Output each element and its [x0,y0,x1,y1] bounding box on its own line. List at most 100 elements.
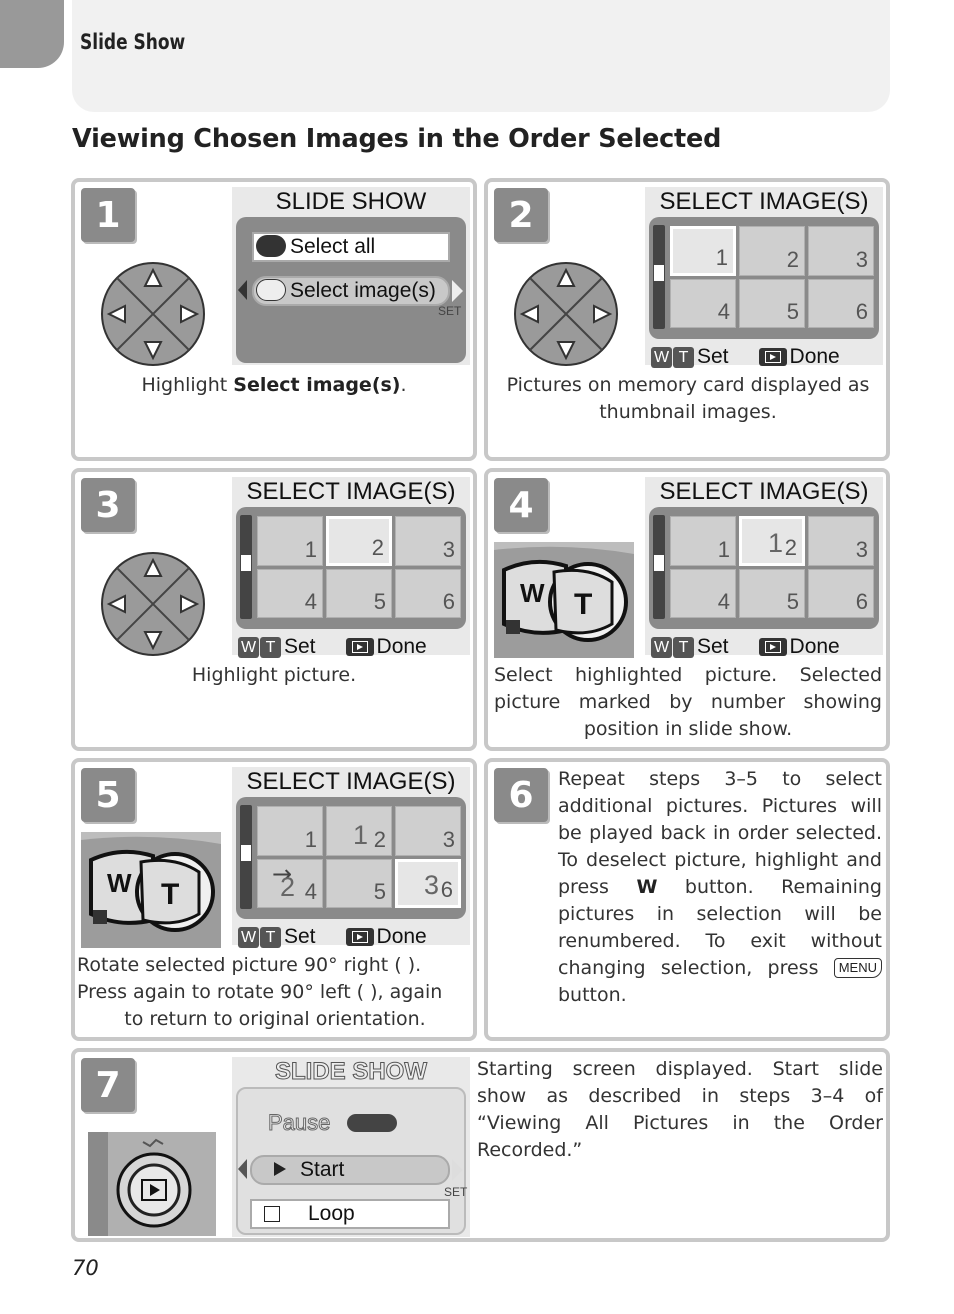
left-arrow-icon [238,280,247,300]
thumbnail[interactable]: 5 [739,568,805,618]
arrow-icon: → [272,859,293,888]
multi-selector-icon [101,262,205,366]
step-4-caption: Select highlighted picture. Selected pic… [494,664,882,740]
multi-selector-icon [101,552,205,656]
step-1-badge: 1 [81,188,135,242]
scrollbar[interactable] [653,225,665,329]
camera-screen-1: SLIDE SHOW Select all Select image(s) SE… [232,187,470,365]
thumbnail[interactable]: 2 [739,226,805,276]
thumbnail[interactable]: 5 [326,568,392,618]
w-label: W [107,868,132,898]
thumbnail[interactable]: 3 [395,806,461,856]
thumbnail-icon [256,279,286,301]
thumbnail[interactable]: 6 [395,568,461,618]
loop-option[interactable]: Loop [250,1199,450,1229]
screen-title: SELECT IMAGE(S) [246,478,456,505]
scrollbar[interactable] [240,515,252,619]
step-2-caption: Pictures on memory card displayed as thu… [506,374,870,423]
zoom-button-photo: W T [494,542,634,658]
thumbnail[interactable]: 6 [808,568,874,618]
camera-screen-7: SLIDE SHOW Pause Start SET Loop [232,1057,470,1237]
step-6-badge: 6 [494,768,548,822]
playback-button-photo [88,1132,216,1236]
zoom-button-icon: W T [81,832,221,948]
step-6-text: Repeat steps 3–5 to select additional pi… [558,768,882,1006]
menu-button-icon: MENU [833,958,882,978]
thumbnail[interactable]: 4 [257,568,323,618]
step-6-box: 6 Repeat steps 3–5 to select additional … [484,758,890,1041]
thumbnail[interactable]: 5 [326,858,392,908]
screen-title: SELECT IMAGE(S) [246,768,456,795]
step-1-box: 1 SLIDE SHOW Select all Select image(s) … [71,178,477,461]
scrollbar-thumb [241,845,251,861]
thumbnail[interactable]: 4 [670,568,736,618]
thumbnail[interactable]: 1 [670,516,736,566]
screen-title: SLIDE SHOW [275,188,427,215]
thumbnail[interactable]: 2 [326,516,392,566]
menu-item-select-all[interactable]: Select all [252,232,450,262]
step-7-caption: Starting screen displayed. Start slide s… [477,1058,883,1161]
section-label: Slide Show [80,30,186,54]
selection-order-mark: 2 [280,872,296,902]
zoom-button-photo: W T [81,832,221,948]
step-5-badge: 5 [81,768,135,822]
thumbnail[interactable]: 1 [257,806,323,856]
playback-icon [345,638,374,656]
step-4-badge: 4 [494,478,548,532]
scrollbar[interactable] [240,805,252,909]
zoom-button-icon: W T [494,542,634,658]
playback-icon [345,928,374,946]
menu-item-select-images[interactable]: Select image(s) [252,276,450,306]
thumbnail[interactable]: 3 [808,516,874,566]
start-option[interactable]: Start [250,1155,450,1185]
step-5-caption: Rotate selected picture 90° right ( ). P… [77,954,443,1030]
thumbnail[interactable]: 1 [670,226,736,276]
thumbnail[interactable]: 5 [739,278,805,328]
scrollbar-thumb [241,555,251,571]
thumbnail[interactable]: 6 [808,278,874,328]
step-7-box: 7 SLIDE SHOW Pause Start SET Loop Starti… [71,1048,890,1242]
thumbnail-grid: 1 2 3 4 5 6 [254,513,464,621]
set-tag: SET [438,304,462,318]
scrollbar-thumb [654,555,664,571]
playback-icon [758,638,787,656]
thumbnail[interactable]: 3 [808,226,874,276]
scrollbar-thumb [654,265,664,281]
step-3-caption: Highlight picture. [191,664,357,686]
screen-title: SELECT IMAGE(S) [659,478,869,505]
thumbnail-grid: 1 2 3 4 5 6 [667,223,877,331]
pause-option[interactable]: Pause [267,1110,397,1136]
step-1-caption: Highlight Select image(s). [141,374,407,396]
screen-title: SELECT IMAGE(S) [659,188,869,215]
step-7-badge: 7 [81,1058,135,1112]
screen-title: SLIDE SHOW [274,1058,427,1086]
loop-checkbox[interactable] [264,1206,280,1222]
selection-order-mark: 1 [353,819,369,850]
grid-icon [256,235,286,257]
thumbnail[interactable]: 1 [257,516,323,566]
play-triangle-icon [274,1162,286,1176]
thumbnail[interactable]: 4 [670,278,736,328]
thumbnail[interactable]: 3 [395,516,461,566]
right-arrow-icon [452,280,463,302]
scrollbar[interactable] [653,515,665,619]
left-arrow-icon [238,1159,247,1179]
multi-selector-mini-icon [346,1114,397,1132]
